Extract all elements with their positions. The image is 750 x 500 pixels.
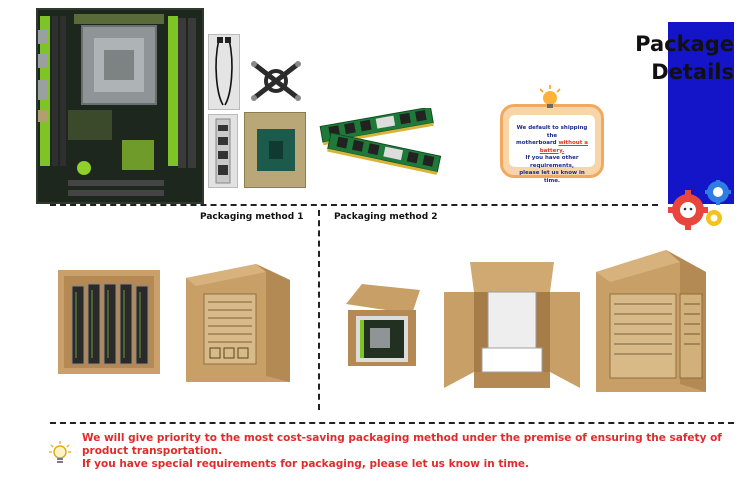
closed-box-image-2 bbox=[596, 250, 706, 392]
notice-line-3: If you have special requirements for pac… bbox=[82, 458, 530, 470]
notice-line-1: We will give priority to the most cost-s… bbox=[82, 432, 722, 444]
open-empty-box-image bbox=[444, 262, 580, 388]
title-accent-bar bbox=[668, 22, 734, 204]
cooler-bracket-image bbox=[248, 58, 304, 104]
open-box-multiple-boards-image bbox=[58, 270, 160, 374]
notice-line-2: product transportation. bbox=[82, 445, 223, 457]
packaging-notice: We will give priority to the most cost-s… bbox=[82, 432, 722, 471]
page-title: Package Details bbox=[604, 30, 734, 86]
bottom-divider bbox=[50, 422, 734, 424]
closed-box-image-1 bbox=[186, 264, 290, 382]
bubble-line-2-pre: motherboard bbox=[516, 140, 559, 146]
title-line-2: Details bbox=[651, 60, 734, 84]
packaging-method-1-label: Packaging method 1 bbox=[200, 212, 304, 222]
bubble-line-1: We default to shipping the bbox=[516, 125, 588, 139]
bubble-line-3: If you have other requirements, bbox=[525, 155, 579, 169]
io-shield-image bbox=[208, 114, 238, 188]
lightbulb-icon bbox=[48, 440, 72, 466]
bubble-line-4: please let us know in time. bbox=[519, 170, 585, 184]
small-box-with-board-image bbox=[346, 284, 420, 368]
bubble-line-2: motherboard without a battery. bbox=[513, 140, 591, 155]
packaging-method-2-label: Packaging method 2 bbox=[334, 212, 438, 222]
notice-bubble: We default to shipping the motherboard w… bbox=[500, 104, 604, 184]
gear-icon bbox=[666, 179, 736, 232]
sata-cable-image bbox=[208, 34, 240, 110]
top-divider bbox=[50, 204, 658, 206]
method-divider bbox=[318, 210, 320, 410]
cpu-image bbox=[244, 112, 306, 188]
title-line-1: Package bbox=[635, 32, 734, 56]
ram-modules-image bbox=[318, 106, 446, 178]
bubble-line-2-highlight: without a battery. bbox=[539, 140, 588, 154]
lightbulb-icon bbox=[536, 84, 564, 112]
motherboard-image bbox=[36, 8, 204, 204]
